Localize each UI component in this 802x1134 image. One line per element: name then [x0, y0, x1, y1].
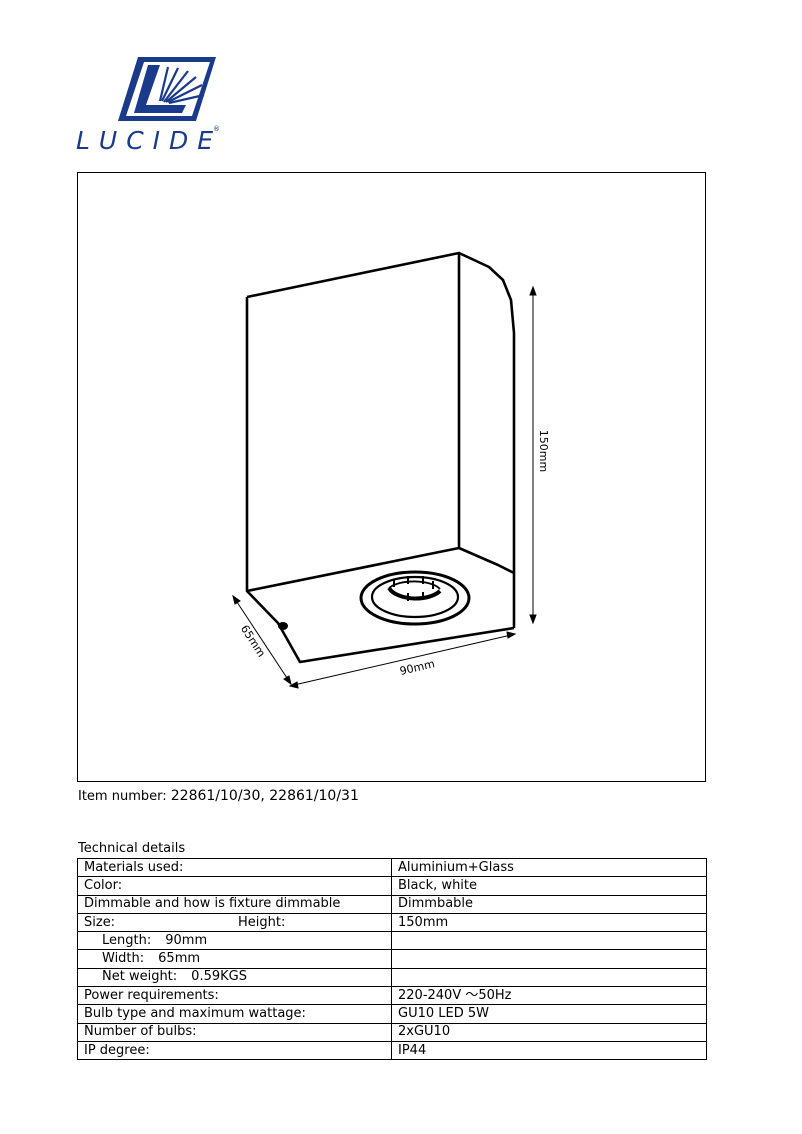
table-row: Bulb type and maximum wattage: GU10 LED …	[77, 1004, 707, 1024]
spec-value	[391, 931, 707, 951]
spec-sublabel: Height:	[238, 914, 286, 930]
dim-depth-label: 65mm	[238, 623, 268, 660]
table-row: Number of bulbs: 2xGU10	[77, 1022, 707, 1042]
item-number-value: 22861/10/30, 22861/10/31	[170, 788, 359, 804]
spec-value	[391, 967, 707, 988]
technical-details-title: Technical details	[78, 841, 186, 856]
table-row: Dimmable and how is fixture dimmable Dim…	[77, 894, 707, 914]
spec-value: IP44	[391, 1040, 707, 1061]
fixture-line-drawing: 150mm 65mm 90mm	[232, 251, 550, 689]
table-row: Size: Height: 150mm	[77, 912, 707, 933]
lucide-logo: LUCIDE ®	[76, 55, 221, 160]
spec-value: 2xGU10	[391, 1022, 707, 1042]
spec-value	[391, 949, 707, 969]
registered-mark: ®	[213, 125, 220, 133]
lucide-logo-mark-icon	[118, 57, 216, 121]
spec-label-value: 65mm	[158, 951, 201, 967]
spec-label: Width:	[102, 951, 145, 967]
spec-label-cell: Length: 90mm	[77, 931, 392, 951]
item-number: Item number: 22861/10/30, 22861/10/31	[78, 788, 359, 804]
spec-label: Color:	[77, 876, 392, 896]
spec-value: 220-240V ～50Hz	[391, 986, 707, 1006]
dim-height-label: 150mm	[537, 430, 550, 472]
table-row: IP degree: IP44	[77, 1040, 707, 1061]
spec-label-size: Size: Height:	[77, 912, 392, 933]
table-row: Length: 90mm	[77, 931, 707, 951]
spec-label-cell: Net weight: 0.59KGS	[77, 967, 392, 988]
spec-value: Dimmbable	[391, 894, 707, 914]
spec-label: Size:	[84, 914, 116, 930]
spec-value: Aluminium+Glass	[391, 857, 707, 878]
spec-value: 150mm	[391, 912, 707, 933]
technical-details-table: Materials used: Aluminium+Glass Color: B…	[77, 857, 707, 1061]
product-drawing: 150mm 65mm 90mm	[77, 172, 706, 782]
table-row: Power requirements: 220-240V ～50Hz	[77, 986, 707, 1006]
spec-label-cell: Width: 65mm	[77, 949, 392, 969]
spec-label: Bulb type and maximum wattage:	[77, 1004, 392, 1024]
brand-wordmark: LUCIDE	[76, 126, 223, 155]
spec-label: Net weight:	[102, 969, 178, 985]
spec-value: Black, white	[391, 876, 707, 896]
spec-label: Power requirements:	[77, 986, 392, 1006]
table-row: Color: Black, white	[77, 876, 707, 896]
spec-label-value: 90mm	[165, 932, 208, 948]
table-row: Net weight: 0.59KGS	[77, 967, 707, 988]
item-number-label: Item number:	[78, 789, 167, 804]
spec-label: Number of bulbs:	[77, 1022, 392, 1042]
table-row: Width: 65mm	[77, 949, 707, 969]
table-row: Materials used: Aluminium+Glass	[77, 857, 707, 878]
spec-label: IP degree:	[77, 1040, 392, 1061]
spec-label: Materials used:	[77, 857, 392, 878]
spec-label-value: 0.59KGS	[191, 969, 247, 985]
spec-label: Length:	[102, 932, 152, 948]
spec-label: Dimmable and how is fixture dimmable	[77, 894, 392, 914]
dim-width-label: 90mm	[398, 657, 435, 678]
spec-value: GU10 LED 5W	[391, 1004, 707, 1024]
